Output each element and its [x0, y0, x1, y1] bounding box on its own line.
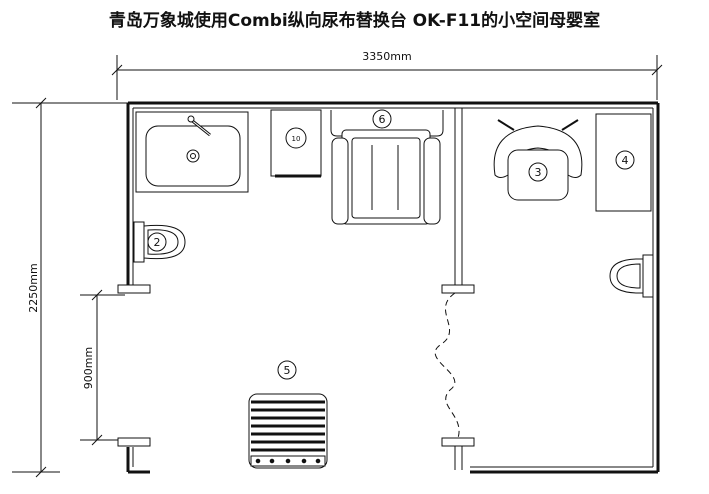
- width-label: 3350mm: [362, 50, 411, 63]
- baby-seat-left: [133, 221, 186, 263]
- curtain: [434, 292, 460, 439]
- nursing-chair: [493, 119, 583, 201]
- sink-unit: [135, 111, 249, 193]
- chair-number: 3: [535, 166, 542, 179]
- door-label: 900mm: [82, 347, 95, 389]
- baby-seat-number: 2: [154, 236, 161, 249]
- height-label: 2250mm: [27, 263, 40, 312]
- changing-table-number: 6: [379, 113, 386, 126]
- height-dimension: [12, 97, 129, 478]
- changing-table: [330, 109, 444, 225]
- side-table: [595, 113, 652, 212]
- step-stool: [248, 360, 328, 469]
- side-table-number: 4: [622, 154, 629, 167]
- width-dimension: [111, 55, 663, 100]
- door-jambs: [117, 284, 475, 447]
- door-dimension: [80, 289, 125, 446]
- bin-number: 10: [292, 135, 301, 143]
- diagram-title: 青岛万象城使用Combi纵向尿布替换台 OK-F11的小空间母婴室: [108, 11, 601, 31]
- step-stool-number: 5: [284, 364, 291, 377]
- baby-seat-right: [609, 254, 654, 298]
- waste-bin: [270, 109, 322, 178]
